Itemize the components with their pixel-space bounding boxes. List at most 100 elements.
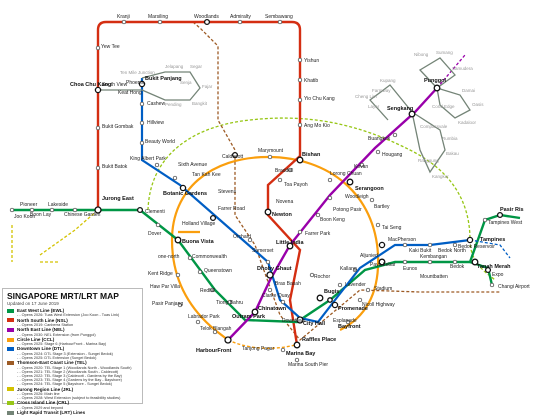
- punggol-lrt: [418, 57, 471, 119]
- legend-line-note: - - Opens 2028: West Extension (subject …: [17, 396, 121, 401]
- mrt-network-map: Kranji Marsiling Woodlands Admiralty Sem…: [9, 14, 530, 368]
- svg-text:South View: South View: [102, 82, 128, 88]
- svg-text:Yio Chu Kang: Yio Chu Kang: [304, 96, 335, 102]
- svg-text:Orchard: Orchard: [233, 234, 251, 240]
- svg-text:Kadaloor: Kadaloor: [458, 120, 477, 125]
- svg-text:Bayfront: Bayfront: [338, 324, 361, 330]
- svg-text:Woodlands: Woodlands: [194, 14, 219, 20]
- svg-text:Tan Kah Kee: Tan Kah Kee: [192, 172, 221, 178]
- legend-line-name: Circle Line (CCL): [17, 336, 55, 342]
- svg-text:Sumang: Sumang: [436, 50, 453, 55]
- svg-text:MacPherson: MacPherson: [388, 237, 416, 243]
- svg-text:Downtown: Downtown: [282, 318, 306, 324]
- svg-text:Nicoll Highway: Nicoll Highway: [362, 302, 395, 308]
- svg-text:King Albert Park: King Albert Park: [130, 156, 166, 162]
- svg-text:Kaki Bukit: Kaki Bukit: [409, 248, 432, 254]
- svg-text:Kranji: Kranji: [117, 14, 130, 20]
- svg-text:Bartley: Bartley: [374, 204, 390, 210]
- svg-text:Lorong Chuan: Lorong Chuan: [330, 171, 362, 177]
- legend-line-swatch: [7, 318, 14, 323]
- svg-text:Outram Park: Outram Park: [232, 314, 266, 320]
- svg-text:Botanic Gardens: Botanic Gardens: [163, 191, 207, 197]
- svg-text:Kangkar: Kangkar: [432, 174, 449, 179]
- bukit-panjang-lrt: [98, 71, 201, 101]
- legend-line-name: Thomson-East Coast Line (TEL): [17, 360, 87, 366]
- legend-line-note: - - Opens 2026: Main line: [17, 392, 60, 397]
- svg-text:Lakeside: Lakeside: [48, 202, 68, 208]
- svg-text:Boon Keng: Boon Keng: [320, 217, 345, 223]
- station-labels: Kranji Marsiling Woodlands Admiralty Sem…: [14, 14, 530, 368]
- legend-updated: Updated on 17 June 2019: [7, 301, 59, 306]
- svg-text:Joo Koon: Joo Koon: [14, 214, 35, 220]
- svg-text:Bishan: Bishan: [302, 152, 321, 158]
- legend-line-swatch: [7, 347, 14, 352]
- svg-text:Dover: Dover: [148, 231, 162, 237]
- station-markers: [9, 18, 504, 363]
- legend-line-note: - - Opens 2023: TEL Stage 4 (Gardens by …: [17, 378, 122, 383]
- svg-text:Tiong Bahru: Tiong Bahru: [216, 300, 243, 306]
- legend-line-note: - - Opens 2024: TEL Stage 5 (Bayshore - …: [17, 382, 112, 387]
- svg-text:Novena: Novena: [276, 199, 293, 205]
- svg-text:Yishun: Yishun: [304, 58, 319, 64]
- svg-text:Ranggung: Ranggung: [418, 158, 439, 163]
- legend-line-note: - - Opens 2025: DTL Extension (Sungei Be…: [17, 356, 97, 361]
- svg-text:Queenstown: Queenstown: [204, 268, 232, 274]
- circle-line-future: [227, 339, 296, 349]
- svg-text:Bugis: Bugis: [324, 289, 339, 295]
- svg-text:Clementi: Clementi: [145, 209, 165, 215]
- legend-line-name: North East Line (NEL): [17, 327, 65, 333]
- svg-text:Fajar: Fajar: [202, 84, 213, 89]
- svg-text:Bras Basah: Bras Basah: [275, 281, 301, 287]
- legend-line-row: Downtown Line (DTL): [7, 346, 138, 351]
- legend-line-note: - - Opens 2022: TEL Stage 3 (Caldecott -…: [17, 374, 122, 379]
- legend-line-list: East West Line (EWL)- - Opens 2026: Tuas…: [7, 308, 138, 416]
- svg-text:Holland Village: Holland Village: [182, 221, 215, 227]
- svg-text:Commonwealth: Commonwealth: [192, 254, 227, 260]
- legend-line-name: Downtown Line (DTL): [17, 346, 65, 352]
- svg-text:Sixth Avenue: Sixth Avenue: [178, 162, 207, 168]
- svg-text:Tampines West: Tampines West: [488, 220, 523, 226]
- svg-text:Aljunied: Aljunied: [360, 253, 378, 259]
- svg-text:Buona Vista: Buona Vista: [182, 239, 215, 245]
- legend-line-row: North East Line (NEL): [7, 327, 138, 332]
- svg-text:Marsiling: Marsiling: [148, 14, 168, 20]
- svg-text:Hillview: Hillview: [147, 120, 164, 126]
- legend-line-name: North South Line (NSL): [17, 317, 68, 323]
- svg-text:Cheng Lim: Cheng Lim: [355, 94, 377, 99]
- svg-text:Damai: Damai: [462, 88, 475, 93]
- svg-text:Chinese Garden: Chinese Garden: [64, 212, 101, 218]
- svg-text:Keat Hong: Keat Hong: [118, 90, 142, 96]
- svg-text:Ang Mo Kio: Ang Mo Kio: [304, 123, 330, 129]
- svg-text:Sengkang: Sengkang: [387, 106, 413, 112]
- svg-text:Labrador Park: Labrador Park: [188, 314, 220, 320]
- svg-text:Chinatown: Chinatown: [258, 306, 287, 312]
- svg-text:Paya Lebar: Paya Lebar: [370, 262, 396, 268]
- legend-line-swatch: [7, 360, 14, 365]
- legend-line-swatch: [7, 410, 14, 415]
- svg-text:Pasir Panjang: Pasir Panjang: [152, 301, 183, 307]
- svg-text:Beauty World: Beauty World: [145, 139, 175, 145]
- svg-text:Promenade: Promenade: [338, 306, 368, 312]
- svg-text:Haw Par Villa: Haw Par Villa: [150, 284, 180, 290]
- svg-text:Tai Seng: Tai Seng: [382, 225, 402, 231]
- svg-text:Bukit Panjang: Bukit Panjang: [145, 76, 182, 82]
- jurong-region-line: [11, 209, 99, 263]
- svg-text:Oasis: Oasis: [472, 102, 484, 107]
- svg-text:City Hall: City Hall: [303, 321, 325, 327]
- svg-text:Farrer Park: Farrer Park: [305, 231, 331, 237]
- circle-line: [170, 155, 380, 341]
- svg-text:Kallang: Kallang: [340, 266, 357, 272]
- legend-line-swatch: [7, 387, 14, 392]
- svg-text:Stadium: Stadium: [374, 286, 392, 292]
- svg-text:Bangkit: Bangkit: [192, 101, 208, 106]
- svg-text:Rumbia: Rumbia: [442, 136, 458, 141]
- legend-line-row: East West Line (EWL): [7, 308, 138, 313]
- svg-text:Nibong: Nibong: [414, 52, 429, 57]
- svg-text:Stevens: Stevens: [218, 189, 237, 195]
- svg-text:Redhill: Redhill: [200, 288, 215, 294]
- downtown-line-future: [469, 239, 511, 259]
- svg-text:Serangoon: Serangoon: [355, 186, 384, 192]
- sengkang-lrt: [369, 84, 446, 174]
- svg-text:Hougang: Hougang: [382, 152, 403, 158]
- svg-text:Raffles Place: Raffles Place: [302, 337, 336, 343]
